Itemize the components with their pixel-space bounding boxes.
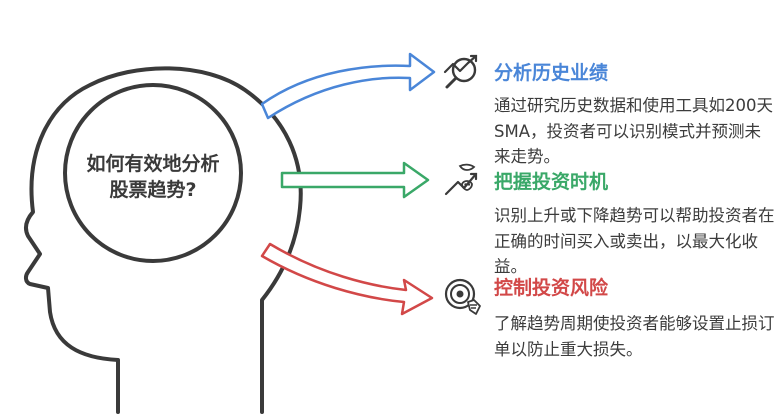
item-3-title: 控制投资风险 [494,277,609,299]
arrow-1 [260,52,436,120]
chart-search-icon [443,54,478,89]
head-silhouette [23,66,303,414]
item-2-desc: 识别上升或下降趋势可以帮助投资者在正确的时间买入或卖出，以最大化收益。 [494,206,775,277]
center-question: 如何有效地分析 股票趋势? [62,152,244,203]
center-line-1: 如何有效地分析 [86,153,220,175]
bull-bear-icon [444,163,478,196]
risk-target-icon [444,278,481,315]
arrow-3 [260,242,434,316]
item-1-desc: 通过研究历史数据和使用工具如200天SMA，投资者可以识别模式并预测未来走势。 [494,96,773,167]
item-1-title: 分析历史业绩 [494,62,609,84]
arrow-2 [280,161,430,199]
center-circle [63,83,243,263]
center-line-2: 股票趋势? [109,178,197,201]
item-3-desc: 了解趋势周期使投资者能够设置止损订单以防止重大损失。 [494,314,775,359]
item-2-title: 把握投资时机 [494,171,609,193]
